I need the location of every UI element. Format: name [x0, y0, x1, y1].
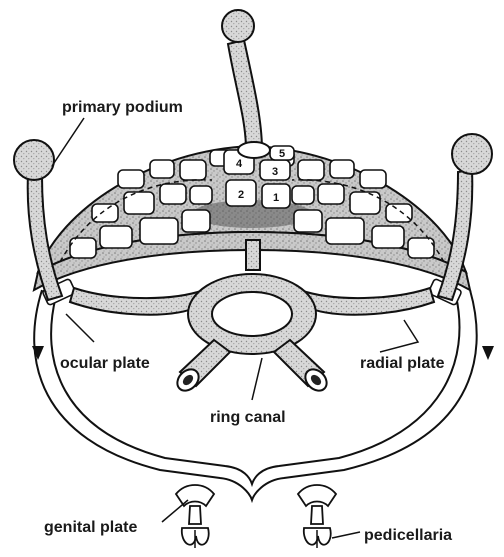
label-ocular-plate: ocular plate — [60, 355, 150, 372]
label-ring-canal: ring canal — [210, 409, 286, 426]
plate-number-1: 1 — [273, 192, 279, 204]
plate-number-5: 5 — [279, 148, 285, 160]
leader-radial-plate — [380, 320, 418, 352]
flow-arrow-left — [32, 346, 44, 360]
leader-ocular-plate — [66, 314, 94, 342]
ring-canal — [188, 274, 316, 354]
cut-tube-right — [274, 340, 331, 395]
genital-plate-left — [176, 485, 214, 548]
flow-arrow-right — [482, 346, 494, 360]
leader-primary-podium — [52, 118, 84, 166]
top-podium — [222, 10, 270, 158]
leader-genital-plate — [162, 500, 188, 522]
label-radial-plate: radial plate — [360, 355, 445, 372]
plate-number-2: 2 — [238, 189, 244, 201]
plate-number-3: 3 — [272, 166, 278, 178]
label-genital-plate: genital plate — [44, 519, 137, 536]
genital-plate-right — [298, 485, 336, 548]
plate-number-4: 4 — [236, 158, 243, 170]
leader-pedicellaria — [332, 532, 360, 538]
leader-ring-canal — [252, 358, 262, 400]
label-pedicellaria: pedicellaria — [364, 527, 452, 544]
cut-tube-left — [173, 340, 230, 395]
label-primary-podium: primary podium — [62, 99, 183, 116]
